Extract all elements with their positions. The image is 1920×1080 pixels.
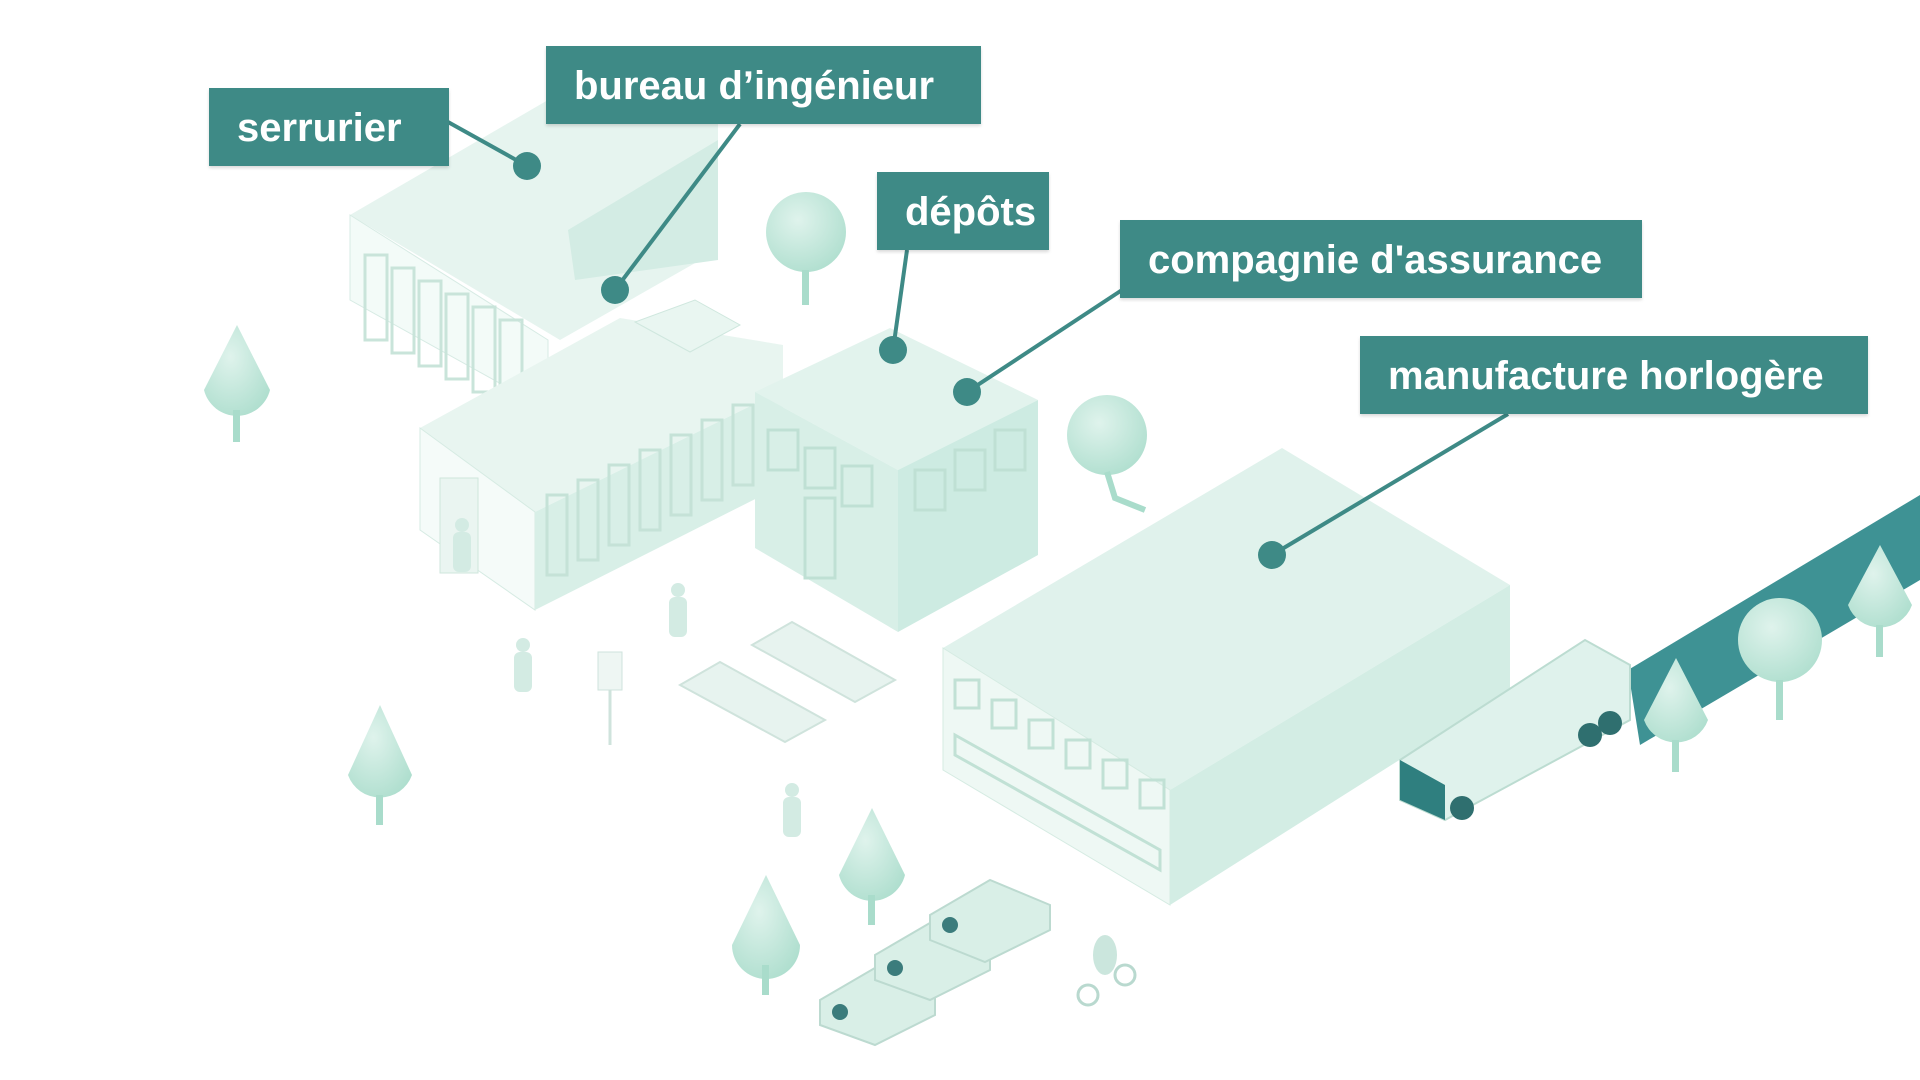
bureau-dot [601,276,629,304]
depots-dot [879,336,907,364]
label-manufacture-horlogere: manufacture horlogère [1360,336,1868,414]
cars [819,878,1051,1047]
compagnie-dot [953,378,981,406]
marker-dots [513,152,1286,569]
label-serrurier: serrurier [209,88,449,166]
bus [1399,638,1631,822]
label-depots: dépôts [877,172,1049,250]
serrurier-building [349,100,718,411]
manufacture-building [942,448,1510,906]
motorbike [1076,935,1137,1007]
label-compagnie-assurance: compagnie d'assurance [1120,220,1642,298]
label-bureau-ingenieur: bureau d’ingénieur [546,46,981,124]
serrurier-dot [513,152,541,180]
pedestrians [453,518,801,837]
depots-building [755,328,1038,632]
bus-shelters [597,620,898,745]
leader-lines [447,120,1510,557]
manufacture-dot [1258,541,1286,569]
trees [204,192,1912,995]
